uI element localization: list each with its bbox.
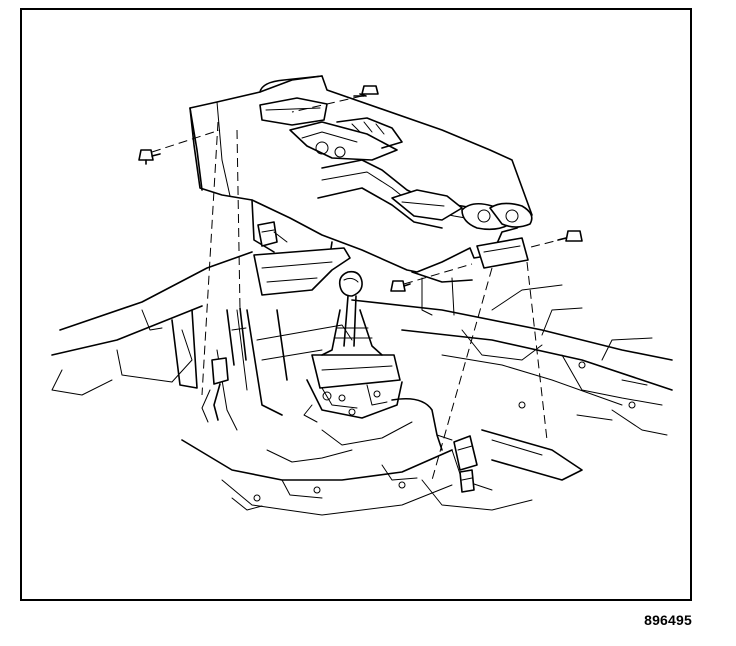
floor-pan xyxy=(51,251,673,516)
gear-shifter-assembly xyxy=(303,270,453,451)
screw-icon xyxy=(138,85,583,292)
figure-number: 896495 xyxy=(644,612,692,628)
console-bracket xyxy=(201,221,351,423)
console-exploded-view xyxy=(51,75,673,516)
rear-bracket xyxy=(453,435,478,493)
illustration-frame xyxy=(20,8,692,601)
alignment-lines xyxy=(151,95,568,481)
